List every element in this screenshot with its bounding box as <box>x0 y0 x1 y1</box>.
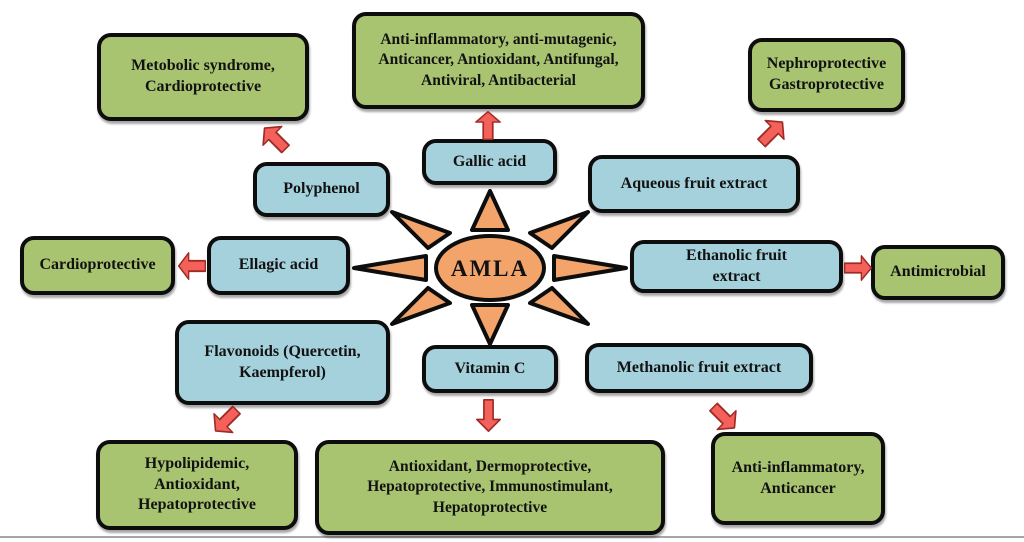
benefit-label: Nephroprotective Gastroprotective <box>766 55 887 93</box>
arrow-up-right-icon <box>757 119 785 148</box>
arrow-up-icon <box>475 111 501 140</box>
benefit-box-antimicrobial: Antimicrobial <box>871 245 1005 300</box>
arrow-vitamin-c-to-benefits <box>476 399 501 432</box>
arrow-up-left-icon <box>262 125 290 154</box>
arrow-ellagic-to-cardio <box>178 252 206 280</box>
benefit-box-cardioprotective: Cardioprotective <box>20 236 175 295</box>
sun-ray-down-left <box>390 286 452 326</box>
sun-ray-up-right <box>528 210 590 250</box>
compound-box-polyphenol: Polyphenol <box>253 162 390 217</box>
arrow-down-left-icon <box>213 405 241 434</box>
arrow-gallic-to-benefits <box>475 111 501 140</box>
compound-label: Gallic acid <box>452 152 527 170</box>
sun-ray-up <box>470 189 510 232</box>
benefit-box-gallic-benefits: Anti-inflammatory, anti-mutagenic, Antic… <box>352 12 645 109</box>
benefit-box-anti-inflammatory-anticancer: Anti-inflammatory, Anticancer <box>711 432 885 525</box>
benefit-box-hypolipidemic: Hypolipidemic, Antioxidant, Hepatoprotec… <box>96 440 298 530</box>
sun-ray-down <box>470 303 510 346</box>
arrow-right-icon <box>844 255 872 281</box>
arrow-polyphenol-to-metabolic <box>254 118 296 160</box>
amla-ellipse <box>434 234 546 302</box>
compound-box-flavonoids: Flavonoids (Quercetin, Kaempferol) <box>175 320 390 405</box>
benefit-label: Anti-inflammatory, Anticancer <box>731 458 865 497</box>
compound-label: Polyphenol <box>283 180 360 198</box>
benefit-label: Anti-inflammatory, anti-mutagenic, Antic… <box>378 31 619 89</box>
compound-box-aqueous-fruit-extract: Aqueous fruit extract <box>588 155 800 213</box>
compound-label: Vitamin C <box>454 359 526 377</box>
arrow-down-right-icon <box>709 402 737 431</box>
compound-label: Flavonoids (Quercetin, Kaempferol) <box>204 342 361 381</box>
sun-ray-right <box>552 254 628 282</box>
sun-ray-left <box>352 254 428 282</box>
compound-label: Methanolic fruit extract <box>616 358 782 376</box>
compound-label: Ellagic acid <box>238 256 319 274</box>
compound-box-methanolic-fruit-extract: Methanolic fruit extract <box>585 343 813 393</box>
amla-center-label: AMLA <box>451 256 529 281</box>
sun-ray-up-left <box>390 210 452 250</box>
arrow-flavonoids-to-hypolipidemic <box>205 400 247 442</box>
compound-box-vitamin-c: Vitamin C <box>422 345 558 393</box>
benefit-label: Antioxidant, Dermoprotective, Hepatoprot… <box>367 458 613 516</box>
compound-box-ellagic-acid: Ellagic acid <box>207 236 350 295</box>
arrow-left-icon <box>178 252 206 280</box>
arrow-methanolic-to-anticancer <box>703 397 745 439</box>
arrow-down-icon <box>476 399 501 432</box>
figure-bottom-rule <box>0 536 1024 538</box>
benefit-box-metabolic-cardio: Metobolic syndrome, Cardioprotective <box>97 33 309 121</box>
benefit-label: Cardioprotective <box>39 256 156 274</box>
sun-ray-down-right <box>528 286 590 326</box>
benefit-box-vitamin-c-benefits: Antioxidant, Dermoprotective, Hepatoprot… <box>315 440 665 535</box>
benefit-box-nephro-gastro: Nephroprotective Gastroprotective <box>748 38 905 112</box>
arrow-aqueous-to-nephro <box>751 112 793 154</box>
compound-label: Aqueous fruit extract <box>620 174 768 192</box>
compound-label: Ethanolic fruit extract <box>686 246 787 285</box>
benefit-label: Metobolic syndrome, Cardioprotective <box>131 57 275 95</box>
amla-sun-graphic: AMLA <box>352 189 628 346</box>
arrow-ethanolic-to-antimicrobial <box>844 255 872 281</box>
compound-box-ethanolic-fruit-extract: Ethanolic fruit extract <box>630 240 843 293</box>
benefit-label: Hypolipidemic, Antioxidant, Hepatoprotec… <box>138 454 256 514</box>
benefit-label: Antimicrobial <box>890 263 986 281</box>
compound-box-gallic-acid: Gallic acid <box>422 139 557 185</box>
